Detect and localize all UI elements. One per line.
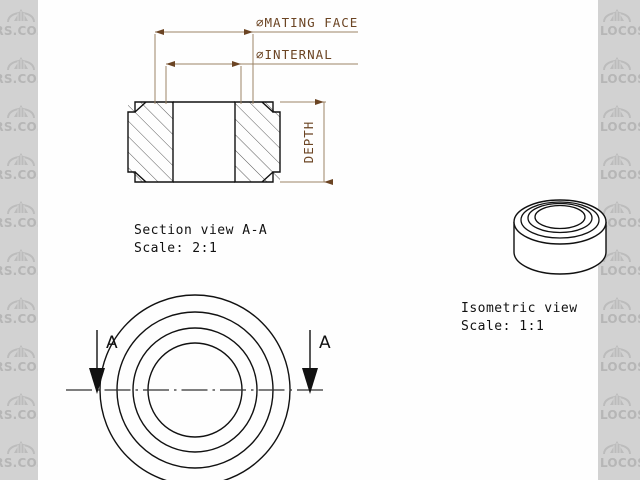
section-label-right: A	[319, 333, 331, 353]
watermark-tile: LOCOST	[598, 48, 640, 96]
front-view-geometry	[66, 294, 328, 480]
bridge-logo-icon	[603, 345, 631, 359]
bridge-logo-icon	[603, 201, 631, 215]
dimension-mating-face: ⌀MATING FACE	[154, 15, 358, 104]
isometric-ellipse-mating-face	[520, 201, 600, 239]
watermark-tile: ERS.CO.	[0, 288, 38, 336]
bridge-logo-icon	[603, 393, 631, 407]
watermark-text: LOCOST	[600, 24, 640, 38]
watermark-text: ERS.CO.	[0, 120, 38, 134]
section-arrow-left: A	[89, 330, 118, 394]
isometric-view-title: Isometric view	[461, 301, 578, 316]
section-view-geometry	[127, 101, 281, 183]
watermark-text: ERS.CO.	[0, 72, 38, 86]
watermark-text: ERS.CO.	[0, 24, 38, 38]
watermark-text: LOCOST	[600, 264, 640, 278]
bridge-logo-icon	[603, 249, 631, 263]
isometric-ellipse-outer	[513, 199, 607, 245]
watermark-text: LOCOST	[600, 216, 640, 230]
isometric-ellipse-chamfer	[527, 202, 593, 234]
watermark-text: ERS.CO.	[0, 168, 38, 182]
watermark-strip-left: ERS.CO. ERS.CO. ERS.CO. ERS.CO.	[0, 0, 38, 480]
dimension-internal: ⌀INTERNAL	[165, 47, 358, 104]
isometric-view-geometry	[513, 199, 607, 275]
circle-chamfer	[132, 327, 258, 453]
watermark-tile: ERS.CO.	[0, 96, 38, 144]
watermark-tile: LOCOST	[598, 432, 640, 480]
watermark-text: LOCOST	[600, 72, 640, 86]
chamfer-bottom-right	[261, 171, 274, 183]
watermark-text: ERS.CO.	[0, 456, 38, 470]
watermark-text: ERS.CO.	[0, 264, 38, 278]
bridge-logo-icon	[603, 297, 631, 311]
isometric-view-scale: Scale: 1:1	[461, 319, 544, 334]
bridge-logo-icon	[7, 105, 35, 119]
watermark-tile: LOCOST	[598, 144, 640, 192]
watermark-tile: ERS.CO.	[0, 0, 38, 48]
watermark-tile: LOCOST	[598, 288, 640, 336]
chamfer-bottom-left	[134, 171, 147, 183]
section-label-left: A	[106, 333, 118, 353]
watermark-text: LOCOST	[600, 456, 640, 470]
watermark-tile: ERS.CO.	[0, 336, 38, 384]
bridge-logo-icon	[7, 441, 35, 455]
drawing-canvas: ⌀MATING FACE ⌀INTERNAL DEPTH Section vie…	[38, 0, 607, 480]
watermark-tile: ERS.CO.	[0, 432, 38, 480]
bridge-logo-icon	[7, 345, 35, 359]
bridge-logo-icon	[7, 57, 35, 71]
watermark-tile: LOCOST	[598, 336, 640, 384]
dimension-depth: DEPTH	[280, 99, 333, 185]
watermark-text: LOCOST	[600, 408, 640, 422]
watermark-tile: ERS.CO.	[0, 384, 38, 432]
section-arrow-head	[302, 368, 318, 394]
watermark-text: ERS.CO.	[0, 408, 38, 422]
depth-label: DEPTH	[301, 121, 316, 164]
bridge-logo-icon	[603, 441, 631, 455]
watermark-tile: LOCOST	[598, 192, 640, 240]
bridge-logo-icon	[7, 153, 35, 167]
bridge-logo-icon	[7, 201, 35, 215]
bridge-logo-icon	[603, 57, 631, 71]
watermark-text: LOCOST	[600, 120, 640, 134]
watermark-text: ERS.CO.	[0, 312, 38, 326]
watermark-text: ERS.CO.	[0, 216, 38, 230]
watermark-tile: ERS.CO.	[0, 48, 38, 96]
section-arrow-right: A	[302, 330, 331, 394]
isometric-ellipse-bore	[534, 204, 586, 230]
bridge-logo-icon	[603, 153, 631, 167]
watermark-tile: LOCOST	[598, 0, 640, 48]
bridge-logo-icon	[603, 9, 631, 23]
section-view-title: Section view A-A	[134, 223, 267, 238]
chamfer-top-right	[261, 101, 274, 113]
watermark-tile: LOCOST	[598, 240, 640, 288]
bridge-logo-icon	[603, 105, 631, 119]
watermark-text: LOCOST	[600, 168, 640, 182]
bridge-logo-icon	[7, 393, 35, 407]
watermark-tile: ERS.CO.	[0, 240, 38, 288]
section-hatch-left	[128, 102, 173, 182]
section-hatch-right	[235, 102, 280, 182]
watermark-tile: LOCOST	[598, 96, 640, 144]
watermark-tile: ERS.CO.	[0, 192, 38, 240]
mating-face-label: ⌀MATING FACE	[256, 15, 358, 30]
internal-label: ⌀INTERNAL	[256, 47, 333, 62]
section-view-scale: Scale: 2:1	[134, 241, 217, 256]
section-arrow-head	[89, 368, 105, 394]
chamfer-top-left	[134, 101, 147, 113]
bridge-logo-icon	[7, 9, 35, 23]
bridge-logo-icon	[7, 249, 35, 263]
watermark-text: LOCOST	[600, 360, 640, 374]
watermark-text: ERS.CO.	[0, 360, 38, 374]
watermark-text: LOCOST	[600, 312, 640, 326]
watermark-tile: ERS.CO.	[0, 144, 38, 192]
bridge-logo-icon	[7, 297, 35, 311]
watermark-tile: LOCOST	[598, 384, 640, 432]
